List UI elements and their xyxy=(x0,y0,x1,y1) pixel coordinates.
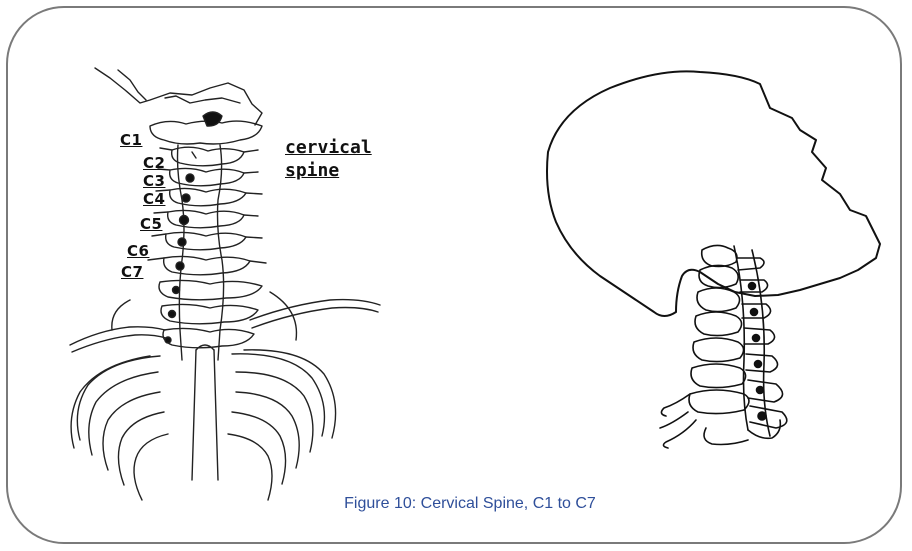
vertebra-label-c6: C6 xyxy=(127,244,149,259)
vertebra-label-c7: C7 xyxy=(121,265,143,280)
title-line-1: cervical xyxy=(285,137,372,160)
front-view-drawing xyxy=(70,68,380,500)
vertebra-label-c3: C3 xyxy=(143,174,165,189)
side-view-drawing xyxy=(547,71,880,448)
title-line-2: spine xyxy=(285,160,372,183)
vertebra-label-c5: C5 xyxy=(140,217,162,232)
figure-caption: Figure 10: Cervical Spine, C1 to C7 xyxy=(0,495,912,513)
vertebra-label-c1: C1 xyxy=(120,133,142,148)
vertebra-label-c2: C2 xyxy=(143,156,165,171)
cervical-spine-title: cervical spine xyxy=(285,137,372,182)
vertebra-label-c4: C4 xyxy=(143,192,165,207)
